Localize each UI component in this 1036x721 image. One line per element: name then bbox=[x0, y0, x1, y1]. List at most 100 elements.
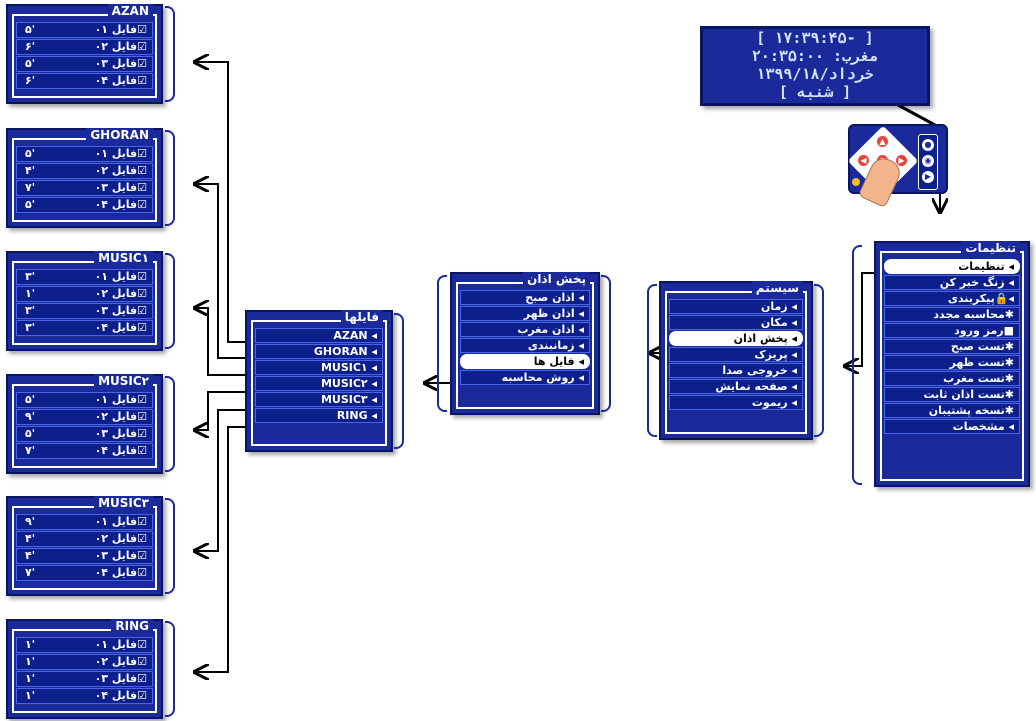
files-item[interactable]: ◂ MUSIC۲ bbox=[255, 376, 383, 391]
checkbox-icon[interactable]: ☑ bbox=[137, 672, 147, 685]
files-item[interactable]: ◂ GHORAN bbox=[255, 344, 383, 359]
checkbox-icon[interactable]: ☑ bbox=[137, 164, 147, 177]
file-name: فایل ۰۴ bbox=[95, 444, 138, 457]
menu-bullet-icon: ◂ bbox=[575, 355, 584, 368]
settings-item[interactable]: ✱تست ظهر bbox=[884, 355, 1020, 370]
adhan-item[interactable]: ◂ اذان مغرب bbox=[460, 322, 590, 337]
menu-button-icon[interactable]: ◉ bbox=[922, 155, 934, 167]
checkbox-icon[interactable]: ☑ bbox=[137, 444, 147, 457]
power-button-icon[interactable]: ● bbox=[922, 139, 934, 151]
checkbox-icon[interactable]: ☑ bbox=[137, 270, 147, 283]
settings-item[interactable]: ✱تست صبح bbox=[884, 339, 1020, 354]
files-item[interactable]: ◂ AZAN bbox=[255, 328, 383, 343]
left-button-icon[interactable]: ◀ bbox=[858, 155, 869, 166]
menu-bullet-icon: ◂ bbox=[788, 396, 797, 409]
checkbox-icon[interactable]: ☑ bbox=[137, 515, 147, 528]
checkbox-icon[interactable]: ☑ bbox=[137, 23, 147, 36]
system-item[interactable]: ◂ صفحه نمایش bbox=[669, 379, 803, 394]
checkbox-icon[interactable]: ☑ bbox=[137, 393, 147, 406]
up-button-icon[interactable]: ▲ bbox=[877, 136, 888, 147]
checkbox-icon[interactable]: ☑ bbox=[137, 74, 147, 87]
file-duration: ۵' bbox=[25, 393, 35, 407]
adhan-item[interactable]: ◂ روش محاسبه bbox=[460, 370, 590, 385]
settings-item[interactable]: ✱تست اذان ثابت bbox=[884, 387, 1020, 402]
system-item[interactable]: ◂ زمان bbox=[669, 299, 803, 314]
checkbox-icon[interactable]: ☑ bbox=[137, 655, 147, 668]
adhan-item[interactable]: ◂ فایل ها bbox=[460, 354, 590, 369]
checkbox-icon[interactable]: ☑ bbox=[137, 57, 147, 70]
system-item[interactable]: ◂ مکان bbox=[669, 315, 803, 330]
adhan-item[interactable]: ◂ زمانبندی bbox=[460, 338, 590, 353]
checkbox-icon[interactable]: ☑ bbox=[137, 287, 147, 300]
checkbox-icon[interactable]: ☑ bbox=[137, 40, 147, 53]
files-item[interactable]: ◂ MUSIC۱ bbox=[255, 360, 383, 375]
adhan-item[interactable]: ◂ اذان صبح bbox=[460, 290, 590, 305]
settings-item[interactable]: ◂ تنظیمات bbox=[884, 259, 1020, 274]
checkbox-icon[interactable]: ☑ bbox=[137, 321, 147, 334]
settings-item[interactable]: ✱محاسبه مجدد bbox=[884, 307, 1020, 322]
adhan-menu-title: پخش اذان bbox=[523, 272, 590, 286]
file-duration: ۴' bbox=[25, 164, 35, 178]
files-item[interactable]: ◂ RING bbox=[255, 408, 383, 423]
checkbox-icon[interactable]: ☑ bbox=[137, 198, 147, 211]
checkbox-icon[interactable]: ☑ bbox=[137, 147, 147, 160]
files-item[interactable]: ◂ MUSIC۳ bbox=[255, 392, 383, 407]
checkbox-icon[interactable]: ☑ bbox=[137, 549, 147, 562]
adhan-item[interactable]: ◂ اذان ظهر bbox=[460, 306, 590, 321]
file-duration: ۱' bbox=[25, 638, 35, 652]
right-button-icon[interactable]: ▶ bbox=[896, 155, 907, 166]
checkbox-icon[interactable]: ☑ bbox=[137, 638, 147, 651]
settings-item[interactable]: ■رمز ورود bbox=[884, 323, 1020, 338]
system-item[interactable]: ◂ پریزک bbox=[669, 347, 803, 362]
checkbox-icon[interactable]: ☑ bbox=[137, 427, 147, 440]
menu-bullet-icon: ◂ bbox=[575, 323, 584, 336]
system-item[interactable]: ◂ پخش اذان bbox=[669, 331, 803, 346]
menu-bullet-icon: ◂ bbox=[1005, 276, 1014, 289]
file-name: فایل ۰۱ bbox=[95, 23, 138, 36]
system-menu-list: ◂ زمان◂ مکان◂ پخش اذان◂ پریزک◂ خروجی صدا… bbox=[669, 299, 803, 411]
play-button-icon[interactable]: ▶ bbox=[922, 171, 934, 183]
checkbox-icon[interactable]: ☑ bbox=[137, 689, 147, 702]
checkbox-icon[interactable]: ☑ bbox=[137, 181, 147, 194]
checkbox-icon[interactable]: ☑ bbox=[137, 304, 147, 317]
system-item[interactable]: ◂ خروجی صدا bbox=[669, 363, 803, 378]
settings-item[interactable]: ✱نسخه پشتیبان bbox=[884, 403, 1020, 418]
settings-item[interactable]: ◂🔒پیکربندی bbox=[884, 291, 1020, 306]
settings-item[interactable]: ◂ مشخصات bbox=[884, 419, 1020, 434]
system-item[interactable]: ◂ ریموت bbox=[669, 395, 803, 410]
lcd-line-maghrib: مغرب: ۲۰:۳۵:۰۰ bbox=[703, 47, 927, 65]
settings-item[interactable]: ✱تست مغرب bbox=[884, 371, 1020, 386]
settings-item[interactable]: ◂ زنگ خبر کن bbox=[884, 275, 1020, 290]
system-item-label: پخش اذان bbox=[734, 332, 788, 345]
checkbox-icon[interactable]: ☑ bbox=[137, 566, 147, 579]
checkbox-icon[interactable]: ☑ bbox=[137, 410, 147, 423]
checkbox-icon[interactable]: ☑ bbox=[137, 532, 147, 545]
menu-bullet-icon: ✱ bbox=[1005, 388, 1014, 401]
category-brace bbox=[165, 498, 175, 594]
